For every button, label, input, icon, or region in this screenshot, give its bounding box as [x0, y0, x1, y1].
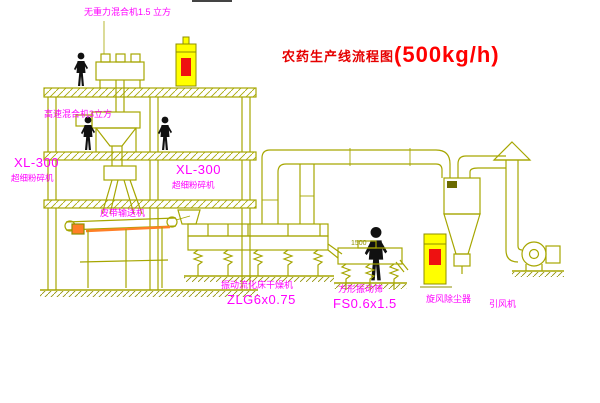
title-capacity: (500kg/h)	[394, 42, 500, 67]
cyclone-flange	[447, 181, 457, 188]
cyclone-label: 旋风除尘器	[426, 294, 472, 304]
sieve-name-label: 方形振动筛	[338, 284, 384, 294]
dryer-name-label: 振动流化床干燥机	[221, 280, 294, 290]
pulverizer-unit	[101, 165, 143, 215]
fan-label: 引风机	[489, 299, 517, 309]
control-cabinet-bottom	[420, 233, 452, 288]
worker-figure	[74, 52, 88, 86]
mill-left-model-label: XL-300	[14, 155, 59, 170]
exhaust-stack	[492, 141, 532, 263]
cyclone-dust-collector	[443, 177, 481, 274]
gravity-mixer-label: 无重力混合机1.5 立方	[84, 7, 172, 17]
building-frame	[40, 87, 258, 297]
fluid-bed-dryer	[177, 209, 343, 282]
title-text: 农药生产线流程图	[282, 48, 395, 64]
conveyor-drive	[71, 223, 85, 235]
control-cabinet-top	[175, 36, 197, 87]
sieve-model-label: FS0.6x1.5	[333, 296, 397, 311]
diagram-title: 农药生产线流程图(500kg/h)	[282, 42, 500, 68]
mill-left-name-label: 超细粉碎机	[11, 173, 54, 183]
dryer-model-label: ZLG6x0.75	[227, 292, 296, 307]
induced-draft-fan	[512, 241, 564, 277]
conveyor-belt	[85, 225, 171, 233]
cabinet-red-label	[181, 58, 191, 76]
mill-right-model-label: XL-300	[176, 162, 221, 177]
cabinet-red-label	[429, 249, 441, 265]
high-speed-mixer	[75, 111, 141, 166]
exhaust-ducts	[261, 148, 506, 224]
high-speed-mixer-label: 高速混合机3立方	[44, 109, 113, 119]
mill-right-name-label: 超细粉碎机	[172, 180, 215, 190]
gravity-mixer	[95, 21, 145, 112]
worker-figure	[158, 116, 172, 150]
belt-conveyor	[64, 215, 191, 288]
dimension-label: 1500	[351, 240, 367, 247]
square-vibrating-sieve	[334, 240, 409, 291]
belt-conveyor-label: 皮带输送机	[100, 208, 146, 218]
worker-figure	[81, 116, 95, 150]
